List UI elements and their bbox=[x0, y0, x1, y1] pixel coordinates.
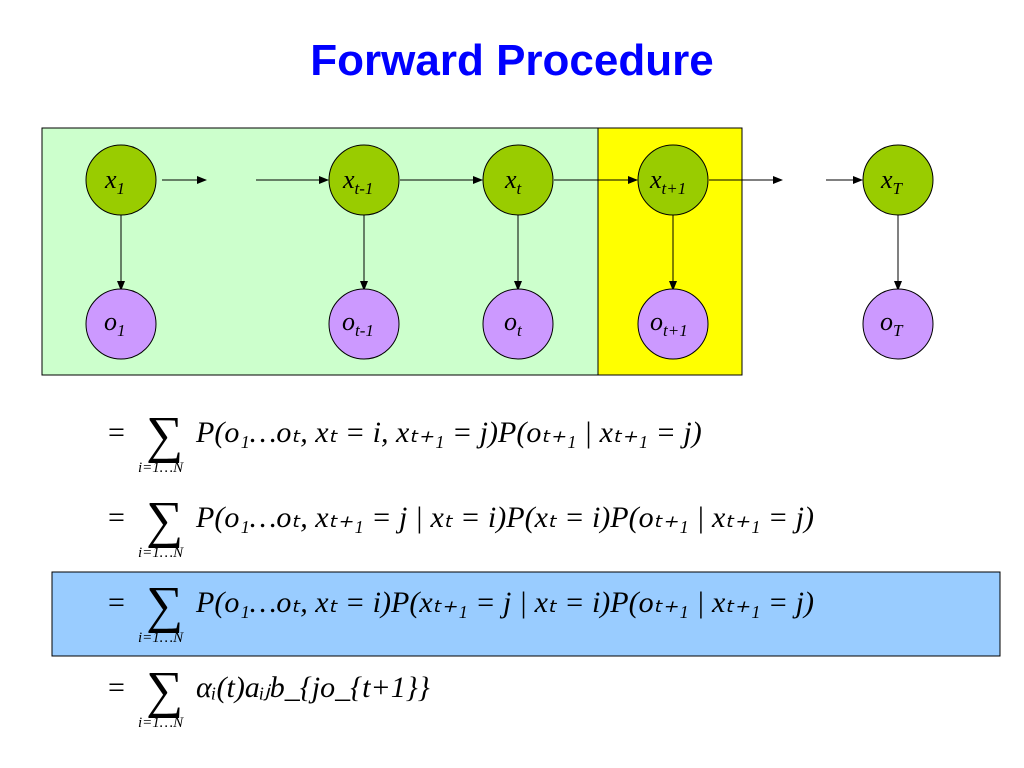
sum-limits: i=1…N bbox=[138, 545, 184, 561]
svg-text:xt: xt bbox=[504, 165, 523, 198]
hidden-node-xT: xT bbox=[862, 144, 934, 216]
svg-text:=: = bbox=[108, 671, 125, 704]
equation-term: P(o₁…oₜ, xₜ₊₁ = j | xₜ = i)P(xₜ = i)P(oₜ… bbox=[195, 501, 814, 534]
svg-text:xt-1: xt-1 bbox=[342, 165, 373, 198]
observed-node-ot-1: ot-1 bbox=[328, 288, 400, 360]
svg-text:=: = bbox=[108, 501, 125, 534]
equation-line-3: = ∑ i=1…N P(o₁…oₜ, xₜ = i)P(xₜ₊₁ = j | x… bbox=[108, 577, 814, 646]
hidden-node-x1: x1 bbox=[85, 144, 157, 216]
sum-limits: i=1…N bbox=[138, 715, 184, 731]
hidden-node-xt-1: xt-1 bbox=[328, 144, 400, 216]
observed-node-ot: ot bbox=[482, 288, 554, 360]
sum-symbol: ∑ bbox=[146, 407, 183, 464]
svg-text:=: = bbox=[108, 416, 125, 449]
svg-text:oT: oT bbox=[880, 307, 904, 340]
svg-text:x1: x1 bbox=[104, 165, 125, 198]
hidden-node-xt: xt bbox=[482, 144, 554, 216]
svg-text:xT: xT bbox=[880, 165, 904, 198]
equation-term: αᵢ(t)aᵢⱼb_{jo_{t+1}} bbox=[196, 671, 430, 704]
hidden-node-xt+1: xt+1 bbox=[637, 144, 709, 216]
svg-text:ot: ot bbox=[504, 307, 523, 340]
observed-node-o1: o1 bbox=[85, 288, 157, 360]
observed-node-oT: oT bbox=[862, 288, 934, 360]
sum-symbol: ∑ bbox=[146, 577, 183, 634]
sum-symbol: ∑ bbox=[146, 662, 183, 719]
observed-node-ot+1: ot+1 bbox=[637, 288, 709, 360]
equation-term: P(o₁…oₜ, xₜ = i, xₜ₊₁ = j)P(oₜ₊₁ | xₜ₊₁ … bbox=[195, 416, 702, 449]
svg-text:o1: o1 bbox=[104, 307, 126, 340]
equation-line-4: = ∑ i=1…N αᵢ(t)aᵢⱼb_{jo_{t+1}} bbox=[108, 662, 430, 731]
equation-term: P(o₁…oₜ, xₜ = i)P(xₜ₊₁ = j | xₜ = i)P(oₜ… bbox=[195, 586, 814, 619]
equation-line-1: = ∑ i=1…N P(o₁…oₜ, xₜ = i, xₜ₊₁ = j)P(oₜ… bbox=[108, 407, 702, 476]
svg-text:ot-1: ot-1 bbox=[342, 307, 374, 340]
svg-text:xt+1: xt+1 bbox=[649, 165, 686, 198]
sum-limits: i=1…N bbox=[138, 630, 184, 646]
sum-symbol: ∑ bbox=[146, 492, 183, 549]
slide-title: Forward Procedure bbox=[310, 36, 714, 85]
equation-line-2: = ∑ i=1…N P(o₁…oₜ, xₜ₊₁ = j | xₜ = i)P(x… bbox=[108, 492, 814, 561]
svg-text:ot+1: ot+1 bbox=[650, 307, 688, 340]
highlighted-equation-box bbox=[51, 571, 1001, 657]
sum-limits: i=1…N bbox=[138, 460, 184, 476]
svg-text:=: = bbox=[108, 586, 125, 619]
